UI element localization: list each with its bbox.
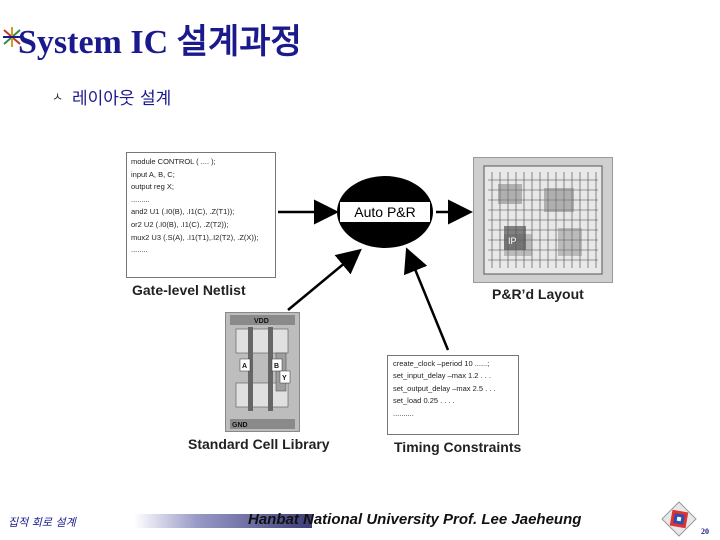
netlist-line: and2 U1 (.I0(B), .I1(C), .Z(T1)); xyxy=(131,207,235,217)
timing-code-box: create_clock –period 10 ......; set_inpu… xyxy=(387,355,519,435)
arrow-timing-to-pr xyxy=(403,247,450,351)
bullet-icon: ㅅ xyxy=(52,90,64,104)
layout-image: IP xyxy=(473,157,613,283)
layout-caption: P&R’d Layout xyxy=(492,286,584,302)
netlist-line: output reg X; xyxy=(131,182,174,192)
university-logo-icon xyxy=(661,501,697,537)
footer-course-label: 집적 회로 설계 xyxy=(8,516,76,529)
netlist-line: mux2 U3 (.S(A), .I1(T1),.I2(T2), .Z(X)); xyxy=(131,232,259,242)
footer-university-label: Hanbat National University Prof. Lee Jae… xyxy=(248,511,582,528)
footer-gradient-bar xyxy=(134,514,312,528)
subtitle: 레이아웃 설계 xyxy=(72,89,172,109)
auto-pr-label: Auto P&R xyxy=(340,202,430,222)
timing-caption: Timing Constraints xyxy=(394,439,522,455)
pin-y-label: Y xyxy=(282,375,287,382)
timing-line: set_output_delay –max 2.5 . . . xyxy=(393,383,496,393)
timing-line: .......... xyxy=(393,408,414,418)
netlist-line: ......... xyxy=(131,194,150,204)
layout-drawing: IP xyxy=(474,158,612,282)
title-star-icon xyxy=(3,27,21,47)
netlist-code-box: module CONTROL ( .... ); input A, B, C; … xyxy=(126,152,276,278)
slide-title: System IC 설계과정 xyxy=(18,24,302,61)
gnd-label: GND xyxy=(232,422,248,429)
netlist-line: ........ xyxy=(131,245,148,255)
arrow-stdcell-to-pr xyxy=(287,248,362,311)
timing-line: set_input_delay –max 1.2 . . . xyxy=(393,371,491,381)
pin-b-label: B xyxy=(274,363,279,370)
ip-label: IP xyxy=(508,236,517,246)
timing-line: create_clock –period 10 ......; xyxy=(393,359,490,368)
standard-cell-image: VDD GND A B Y xyxy=(225,312,300,432)
standard-cell-drawing: VDD GND A B Y xyxy=(226,313,299,431)
ip-block xyxy=(504,226,526,250)
netlist-line: module CONTROL ( .... ); xyxy=(131,157,216,166)
timing-line: set_load 0.25 . . . . xyxy=(393,396,455,406)
pin-a-label: A xyxy=(242,363,247,370)
page-number: 20 xyxy=(701,527,709,536)
netlist-caption: Gate-level Netlist xyxy=(132,282,246,298)
vdd-label: VDD xyxy=(254,318,269,325)
stdcell-caption: Standard Cell Library xyxy=(188,436,330,452)
netlist-line: input A, B, C; xyxy=(131,169,175,179)
netlist-line: or2 U2 (.I0(B), .I1(C), .Z(T2)); xyxy=(131,219,229,229)
